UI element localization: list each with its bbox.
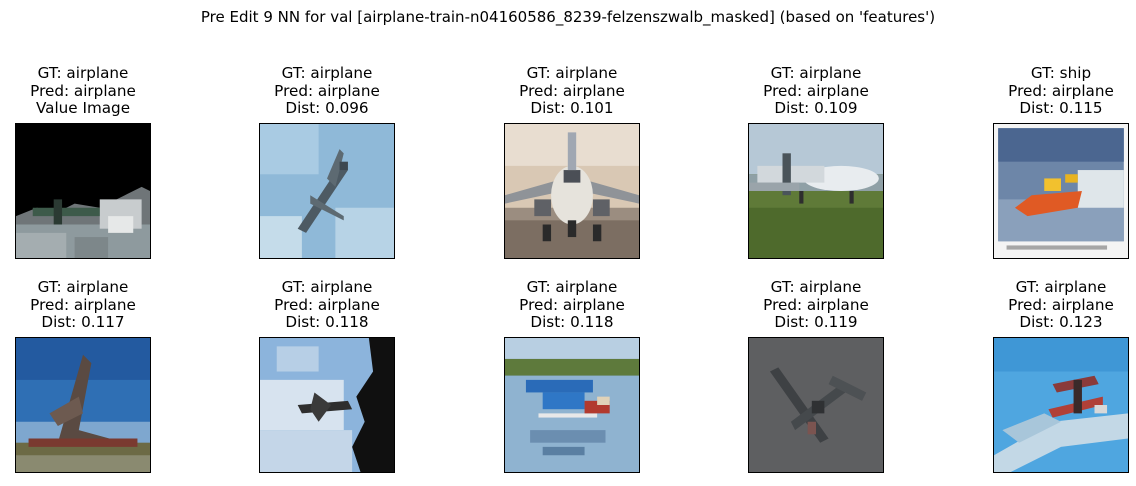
gt-label: GT: airplane: [1015, 278, 1107, 296]
figure-suptitle: Pre Edit 9 NN for val [airplane-train-n0…: [200, 8, 936, 26]
cloudy-sky-plane-thumbnail: [259, 337, 395, 473]
gt-label: GT: airplane: [37, 278, 129, 296]
grey-plane-thumbnail: [748, 337, 884, 473]
airliner-front-thumbnail: [504, 123, 640, 259]
speedboat-thumbnail: [993, 123, 1129, 259]
seaplane-thumbnail: [504, 337, 640, 473]
pred-label: Pred: airplane: [30, 81, 136, 100]
dist-label: Dist: 0.096: [285, 99, 369, 117]
gt-label: GT: airplane: [281, 64, 373, 82]
panel-title: GT: airplane Pred: airplane Dist: 0.123: [933, 278, 1136, 332]
panel-title: GT: airplane Pred: airplane Dist: 0.118: [444, 278, 700, 332]
pred-label: Pred: airplane: [763, 81, 869, 100]
dist-label: Dist: 0.109: [774, 99, 858, 117]
masked-airplane-thumbnail: [15, 123, 151, 259]
dist-label: Dist: 0.119: [774, 313, 858, 331]
pred-label: Pred: airplane: [519, 295, 625, 314]
pred-label: Pred: airplane: [519, 81, 625, 100]
panel-title: GT: airplane Pred: airplane Dist: 0.096: [199, 64, 455, 118]
aerobatic-plane-thumbnail: [993, 337, 1129, 473]
pred-label: Pred: airplane: [274, 295, 380, 314]
pred-label: Pred: airplane: [274, 81, 380, 100]
gt-label: GT: ship: [1030, 64, 1092, 82]
dist-label: Dist: 0.118: [530, 313, 614, 331]
gt-label: GT: airplane: [37, 64, 129, 82]
pred-label: Pred: airplane: [763, 295, 869, 314]
dist-label: Dist: 0.118: [285, 313, 369, 331]
pred-label: Pred: airplane: [30, 295, 136, 314]
dist-label: Dist: 0.115: [1019, 99, 1103, 117]
pred-label: Pred: airplane: [1008, 295, 1114, 314]
pred-label: Pred: airplane: [1008, 81, 1114, 100]
jet-monument-thumbnail: [15, 337, 151, 473]
panel-title: GT: airplane Pred: airplane Dist: 0.119: [688, 278, 944, 332]
panel-title: GT: airplane Pred: airplane Dist: 0.101: [444, 64, 700, 118]
airplane-sky-thumbnail: [259, 123, 395, 259]
gt-label: GT: airplane: [770, 64, 862, 82]
propeller-planes-thumbnail: [748, 123, 884, 259]
dist-label: Dist: 0.123: [1019, 313, 1103, 331]
panel-title: GT: airplane Pred: airplane Value Image: [0, 64, 211, 118]
value-image-label: Value Image: [35, 99, 131, 117]
gt-label: GT: airplane: [281, 278, 373, 296]
gt-label: GT: airplane: [770, 278, 862, 296]
panel-title: GT: airplane Pred: airplane Dist: 0.109: [688, 64, 944, 118]
panel-title: GT: airplane Pred: airplane Dist: 0.118: [199, 278, 455, 332]
dist-label: Dist: 0.101: [530, 99, 614, 117]
gt-label: GT: airplane: [526, 64, 618, 82]
dist-label: Dist: 0.117: [41, 313, 125, 331]
panel-title: GT: airplane Pred: airplane Dist: 0.117: [0, 278, 211, 332]
gt-label: GT: airplane: [526, 278, 618, 296]
panel-title: GT: ship Pred: airplane Dist: 0.115: [933, 64, 1136, 118]
